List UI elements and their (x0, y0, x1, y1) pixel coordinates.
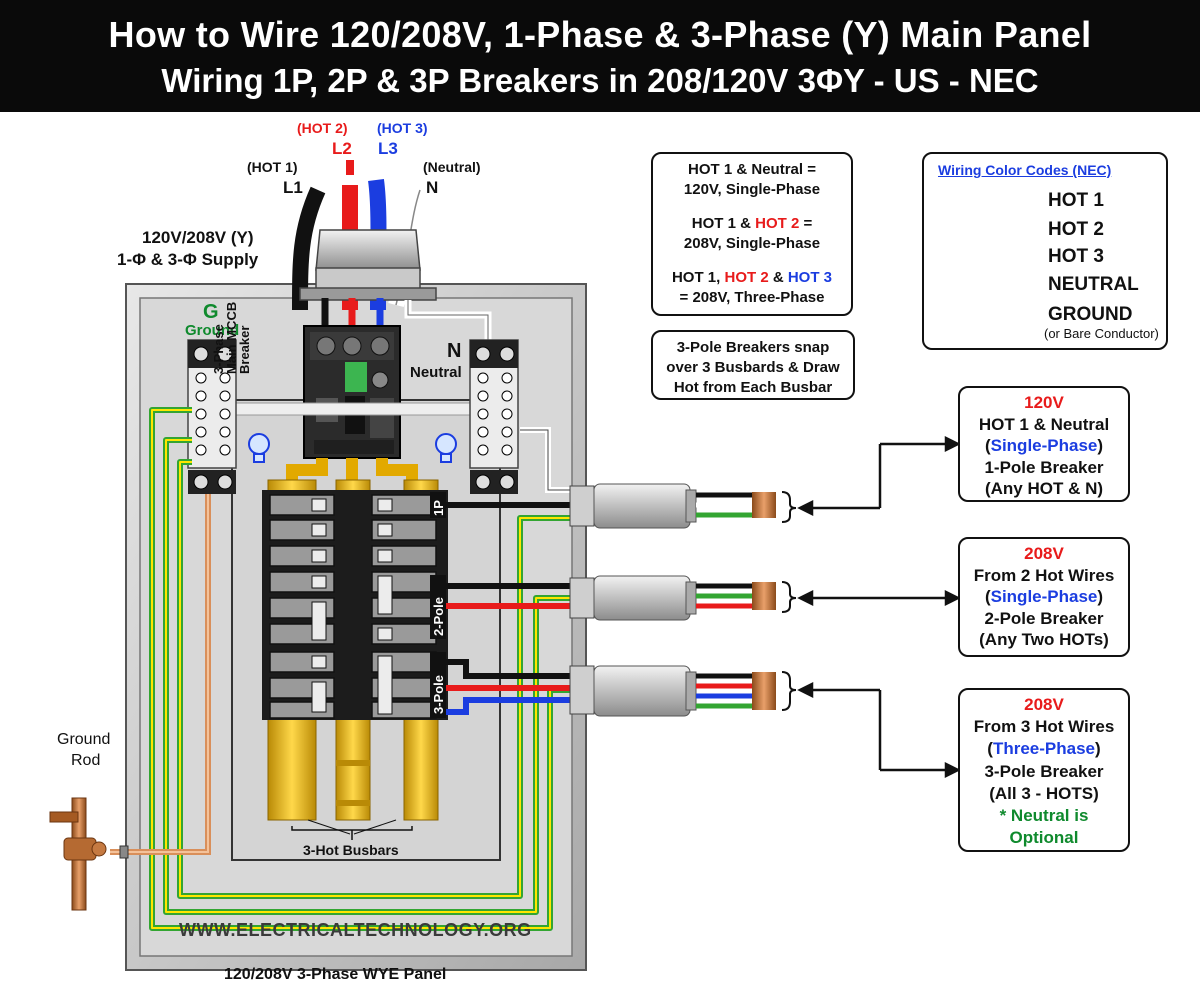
cable-3 (569, 665, 776, 717)
l1-tag: (HOT 1) (247, 159, 298, 175)
legend-hot2: HOT 2 (1048, 219, 1104, 240)
label-2pole: 2-Pole (431, 596, 446, 636)
ground-rod-label-2: Rod (71, 752, 101, 769)
cable-1 (569, 483, 776, 529)
legend-ground: GROUND (1048, 304, 1133, 325)
legend-box: Wiring Color Codes (NEC) HOT 1 HOT 2 HOT… (922, 152, 1168, 350)
website-watermark: WWW.ELECTRICALTECHNOLOGY.ORG (179, 920, 532, 940)
panel-caption: 120/208V 3-Phase WYE Panel (224, 966, 447, 983)
ground-rod-label-1: Ground (57, 731, 111, 748)
l3-tag: (HOT 3) (377, 120, 428, 136)
label-3pole: 3-Pole (431, 674, 446, 714)
legend-title: Wiring Color Codes (NEC) (938, 162, 1112, 178)
neutral-label: Neutral (410, 364, 462, 381)
supply-phase: 1-Φ & 3-Φ Supply (117, 250, 259, 269)
note-box: 3-Pole Breakers snap over 3 Busbards & D… (651, 330, 855, 400)
page-title: How to Wire 120/208V, 1-Phase & 3-Phase … (108, 14, 1092, 55)
page-subtitle: Wiring 1P, 2P & 3P Breakers in 208/120V … (161, 62, 1039, 99)
l1-label: L1 (283, 178, 303, 197)
mccb-label: 3-Phase Main MCCB Breaker (211, 301, 252, 374)
neutral-supply-label: N (426, 178, 439, 197)
neutral-tag: (Neutral) (423, 159, 481, 175)
legend-neutral: NEUTRAL (1048, 274, 1139, 295)
supply-voltage: 120V/208V (Y) (142, 228, 254, 247)
busbars-label: 3-Hot Busbars (303, 842, 399, 858)
legend-ground-note: (or Bare Conductor) (1044, 326, 1159, 341)
l3-label: L3 (378, 139, 398, 158)
ground-letter: G (203, 301, 219, 323)
ground-rod (49, 797, 129, 911)
circuit-box-208v-2pole: 208V From 2 Hot Wires (Single-Phase) 2-P… (958, 537, 1130, 657)
legend-hot1: HOT 1 (1048, 190, 1104, 211)
circuit-box-120v: 120V HOT 1 & Neutral (Single-Phase) 1-Po… (958, 386, 1130, 502)
l2-tag: (HOT 2) (297, 120, 348, 136)
label-1p: 1P (431, 500, 446, 516)
voltage-info-box: HOT 1 & Neutral = 120V, Single-Phase HOT… (651, 152, 853, 316)
ground-label: Ground (185, 322, 240, 339)
bulb-icon (248, 433, 457, 463)
cable-2 (569, 575, 776, 621)
neutral-letter: N (447, 340, 462, 362)
l2-label: L2 (332, 139, 352, 158)
title-banner: How to Wire 120/208V, 1-Phase & 3-Phase … (0, 0, 1200, 112)
circuit-box-208v-3pole: 208V From 3 Hot Wires (Three-Phase) 3-Po… (958, 688, 1130, 852)
legend-hot3: HOT 3 (1048, 246, 1104, 267)
